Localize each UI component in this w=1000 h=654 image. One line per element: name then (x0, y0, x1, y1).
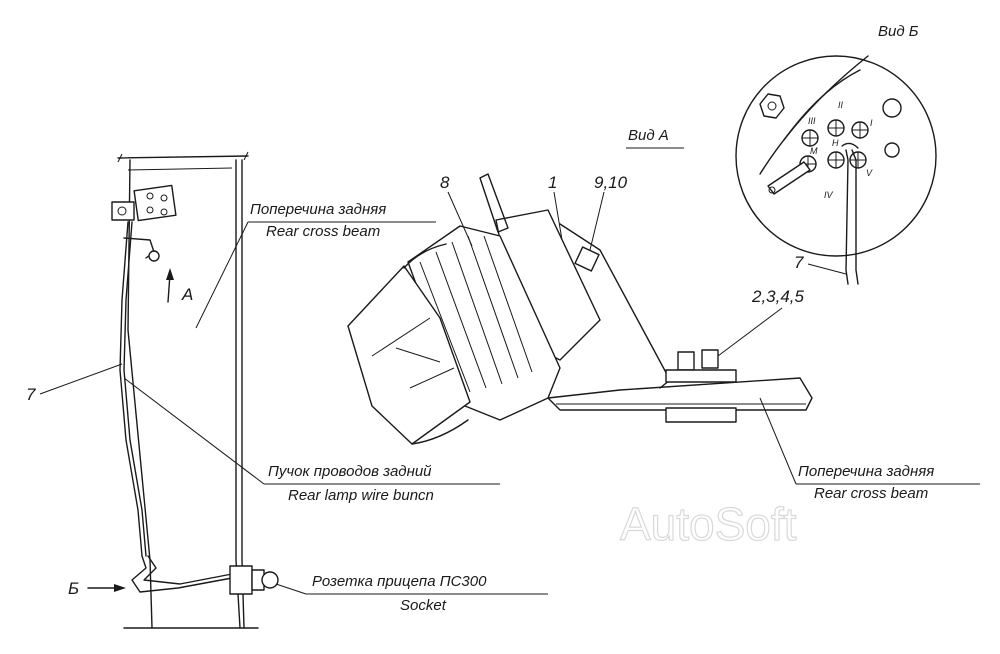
arrow-a (166, 268, 174, 303)
cross-beam-label-en: Rear cross beam (266, 223, 380, 240)
watermark: AutoSoft (620, 498, 797, 550)
left-view: A Б 7 Поперечина задняя Rear cross beam … (26, 151, 548, 629)
clamp-lever (767, 161, 811, 195)
mounting-bolts (665, 349, 737, 423)
callout-9-10: 9,10 (594, 173, 628, 192)
view-b-wire (845, 149, 849, 285)
beam-right-edge (235, 159, 241, 629)
callout-2-5: 2,3,4,5 (751, 287, 805, 306)
terminal-label-iii: III (808, 116, 816, 126)
arrow-a-label: A (181, 285, 193, 304)
wire-bunch-line (119, 221, 143, 557)
wire-bunch-label-ru: Пучок проводов задний (268, 463, 432, 480)
view-b: Вид Б II III M H I IV V 7 (735, 23, 937, 285)
callout-7-left: 7 (26, 385, 36, 404)
terminal-label-i: I (870, 118, 873, 128)
view-b-title: Вид Б (878, 23, 919, 40)
callout-1: 1 (548, 173, 557, 192)
lamp-bracket-plate (559, 223, 671, 389)
terminal-label-v: V (866, 168, 873, 178)
terminal-label-ii: II (838, 100, 844, 110)
trailer-socket (229, 565, 279, 595)
socket-label-en: Socket (400, 597, 447, 614)
socket-label-ru: Розетка прицепа ПС300 (312, 573, 487, 590)
terminal-label-iv: IV (824, 190, 834, 200)
arrow-b-label: Б (68, 579, 79, 598)
view-a-beam-label-en: Rear cross beam (814, 485, 928, 502)
wire-bunch-label-en: Rear lamp wire buncn (288, 487, 434, 504)
cross-beam-leader (195, 221, 249, 329)
callout-8: 8 (440, 173, 450, 192)
callout-7-view-b: 7 (794, 253, 804, 272)
terminal-label-m: M (810, 146, 818, 156)
beam-left-edge (127, 159, 153, 629)
view-a-title: Вид А (628, 127, 669, 144)
view-a-cross-beam (547, 377, 813, 411)
lamp-body (347, 173, 601, 445)
socket-leader (275, 583, 307, 595)
bolt-9-10 (574, 246, 600, 272)
arrow-b (87, 584, 126, 592)
lamp-bracket (111, 184, 177, 222)
view-a-beam-label-ru: Поперечина задняя (798, 463, 934, 480)
frame-top-line (117, 155, 249, 159)
view-a-beam-leader (759, 397, 797, 485)
leader-7-left (39, 363, 123, 395)
terminal-label-h: H (832, 138, 839, 148)
hex-nut (759, 93, 785, 119)
wire-to-socket (131, 555, 233, 593)
wire-bunch-leader (123, 377, 265, 485)
wire-clip (123, 237, 160, 262)
view-a: Вид А (347, 127, 980, 502)
cross-beam-label-ru: Поперечина задняя (250, 201, 386, 218)
